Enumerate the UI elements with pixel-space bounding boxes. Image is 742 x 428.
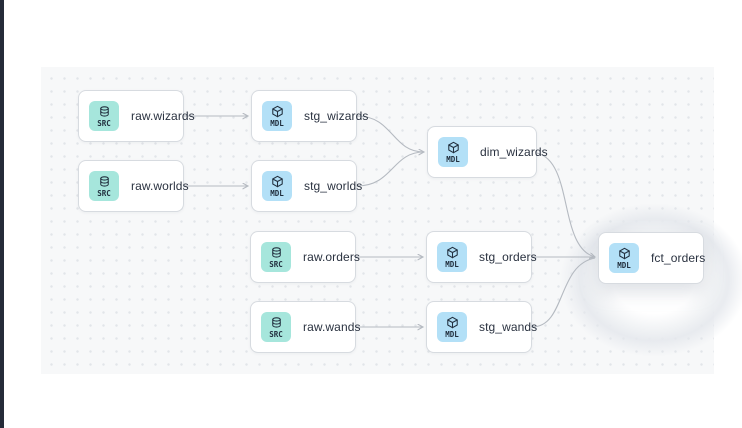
cube-icon	[271, 175, 284, 188]
node-label: fct_orders	[651, 251, 706, 265]
left-edge-bar	[0, 0, 4, 428]
database-icon	[270, 246, 283, 259]
node-label: stg_worlds	[304, 179, 363, 193]
node-label: raw.wands	[303, 320, 361, 334]
model-badge: MDL	[437, 312, 467, 342]
badge-label: MDL	[446, 154, 460, 164]
badge-label: MDL	[617, 260, 631, 270]
database-icon	[270, 316, 283, 329]
model-badge: MDL	[262, 101, 292, 131]
source-badge: SRC	[89, 101, 119, 131]
database-icon	[98, 175, 111, 188]
cube-icon	[271, 105, 284, 118]
cube-icon	[446, 246, 459, 259]
cube-icon	[618, 247, 631, 260]
source-badge: SRC	[89, 171, 119, 201]
node-stg-wizards[interactable]: MDL stg_wizards	[251, 90, 368, 142]
model-badge: MDL	[262, 171, 292, 201]
model-badge: MDL	[609, 243, 639, 273]
badge-label: SRC	[97, 118, 111, 128]
badge-label: SRC	[269, 259, 283, 269]
node-label: raw.wizards	[131, 109, 195, 123]
model-badge: MDL	[438, 137, 468, 167]
model-badge: MDL	[437, 242, 467, 272]
node-label: dim_wizards	[480, 145, 548, 159]
node-fct-orders[interactable]: MDL fct_orders	[598, 232, 706, 284]
database-icon	[98, 105, 111, 118]
node-stg-wands[interactable]: MDL stg_wands	[426, 301, 537, 353]
badge-label: SRC	[269, 329, 283, 339]
node-label: stg_orders	[479, 250, 537, 264]
node-label: stg_wands	[479, 320, 538, 334]
node-label: stg_wizards	[304, 109, 369, 123]
cube-icon	[446, 316, 459, 329]
badge-label: MDL	[270, 188, 284, 198]
badge-label: MDL	[445, 329, 459, 339]
badge-label: MDL	[445, 259, 459, 269]
node-label: raw.worlds	[131, 179, 189, 193]
source-badge: SRC	[261, 312, 291, 342]
node-stg-orders[interactable]: MDL stg_orders	[426, 231, 537, 283]
node-raw-wizards[interactable]: SRC raw.wizards	[78, 90, 195, 142]
node-label: raw.orders	[303, 250, 361, 264]
node-raw-wands[interactable]: SRC raw.wands	[250, 301, 361, 353]
source-badge: SRC	[261, 242, 291, 272]
node-stg-worlds[interactable]: MDL stg_worlds	[251, 160, 362, 212]
node-raw-worlds[interactable]: SRC raw.worlds	[78, 160, 189, 212]
node-dim-wizards[interactable]: MDL dim_wizards	[427, 126, 548, 178]
badge-label: SRC	[97, 188, 111, 198]
badge-label: MDL	[270, 118, 284, 128]
cube-icon	[447, 141, 460, 154]
node-raw-orders[interactable]: SRC raw.orders	[250, 231, 360, 283]
